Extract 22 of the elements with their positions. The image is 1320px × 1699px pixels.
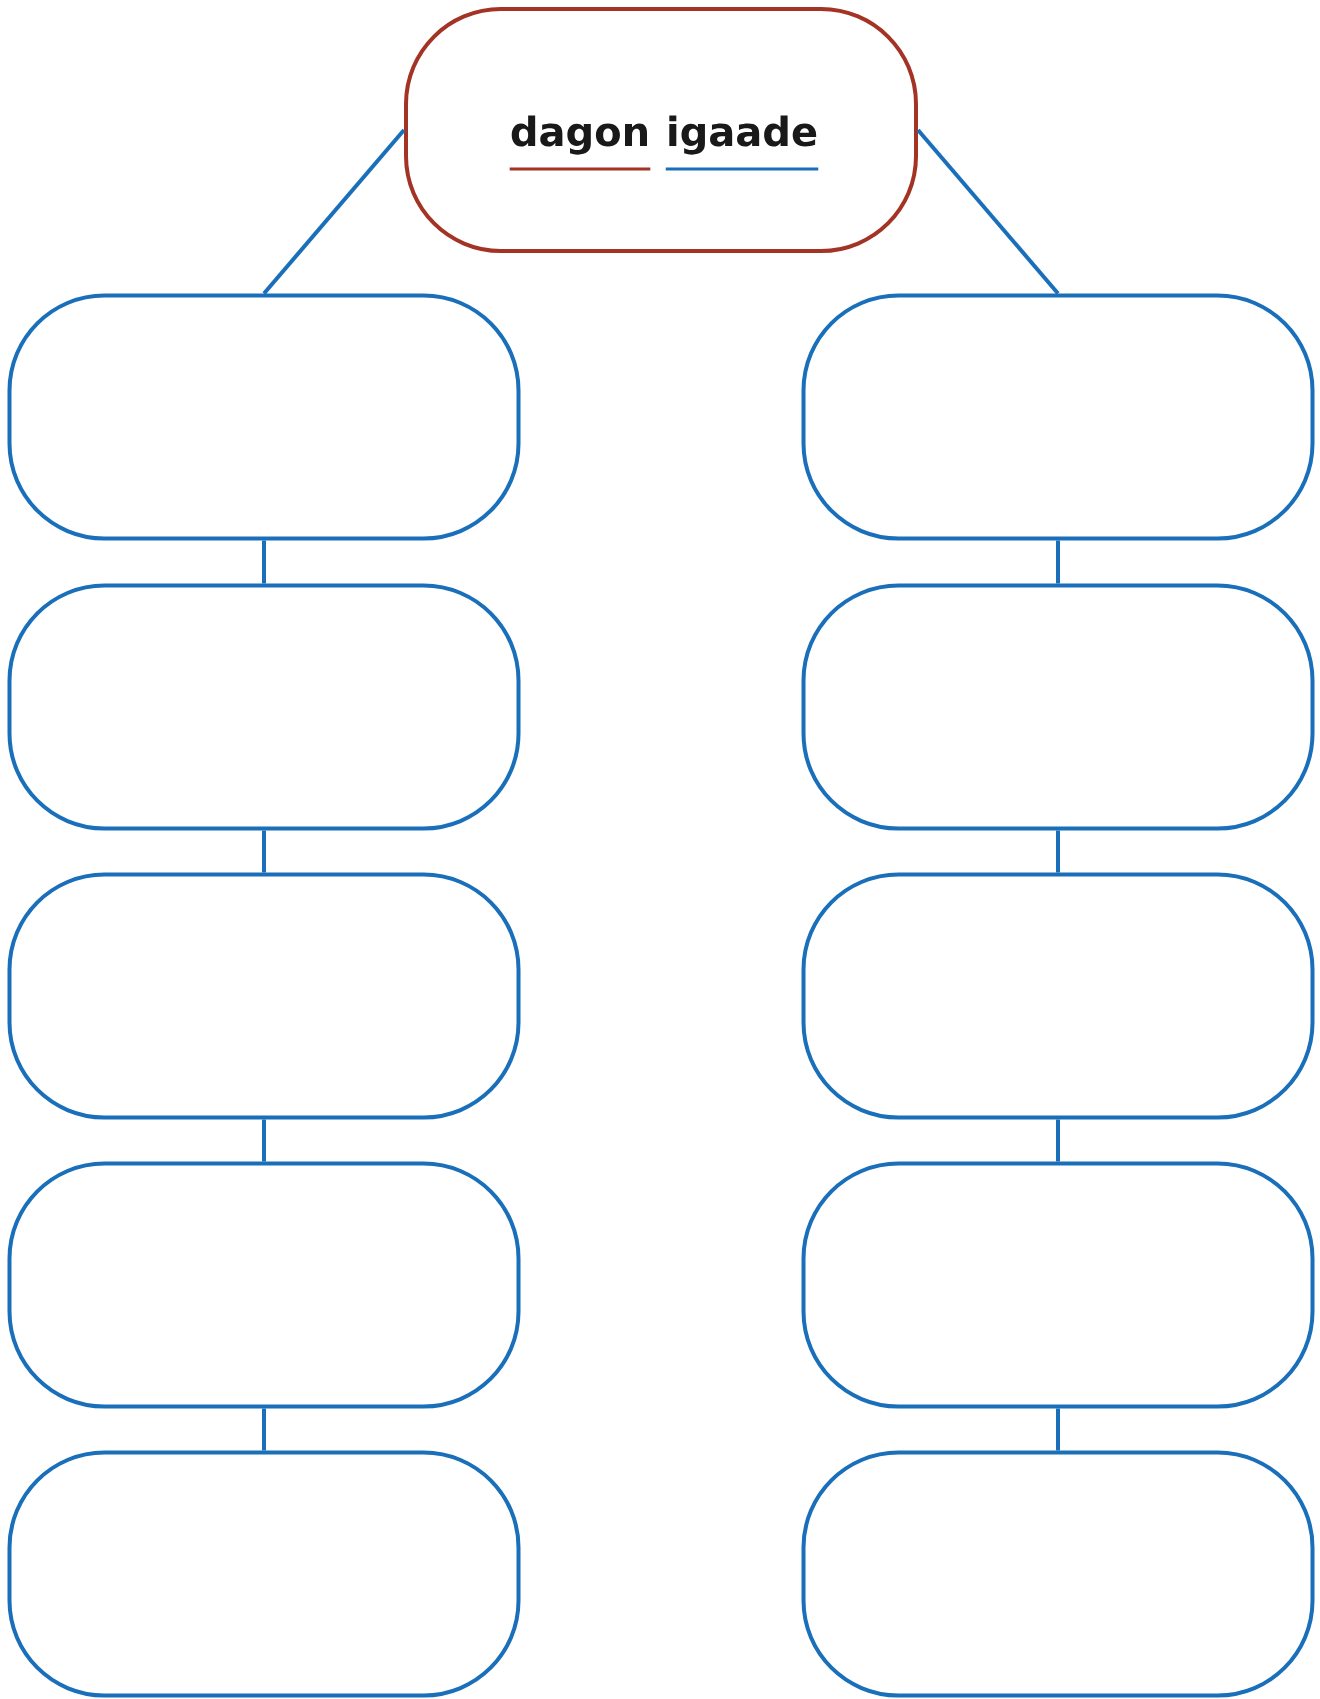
rounded-box [801,293,1315,541]
rounded-box [7,1450,521,1698]
connector-line [262,1408,266,1451]
rounded-box [801,872,1315,1120]
title-word: dagon [511,115,647,155]
rounded-box [7,1161,521,1409]
connector-line [1056,1119,1060,1162]
rounded-box [7,872,521,1120]
rounded-box [7,583,521,831]
connector-line [262,1119,266,1162]
connector-line [262,830,266,873]
rounded-box [7,293,521,541]
connector-line [262,128,406,295]
connector-line [1056,830,1060,873]
connector-line [262,540,266,584]
rounded-box [801,583,1315,831]
rounded-box [801,1450,1315,1698]
connector-line [1056,540,1060,584]
connector-line [1056,1408,1060,1451]
title-word: igaade [669,115,817,155]
rounded-box [801,1161,1315,1409]
connector-line [916,128,1060,295]
